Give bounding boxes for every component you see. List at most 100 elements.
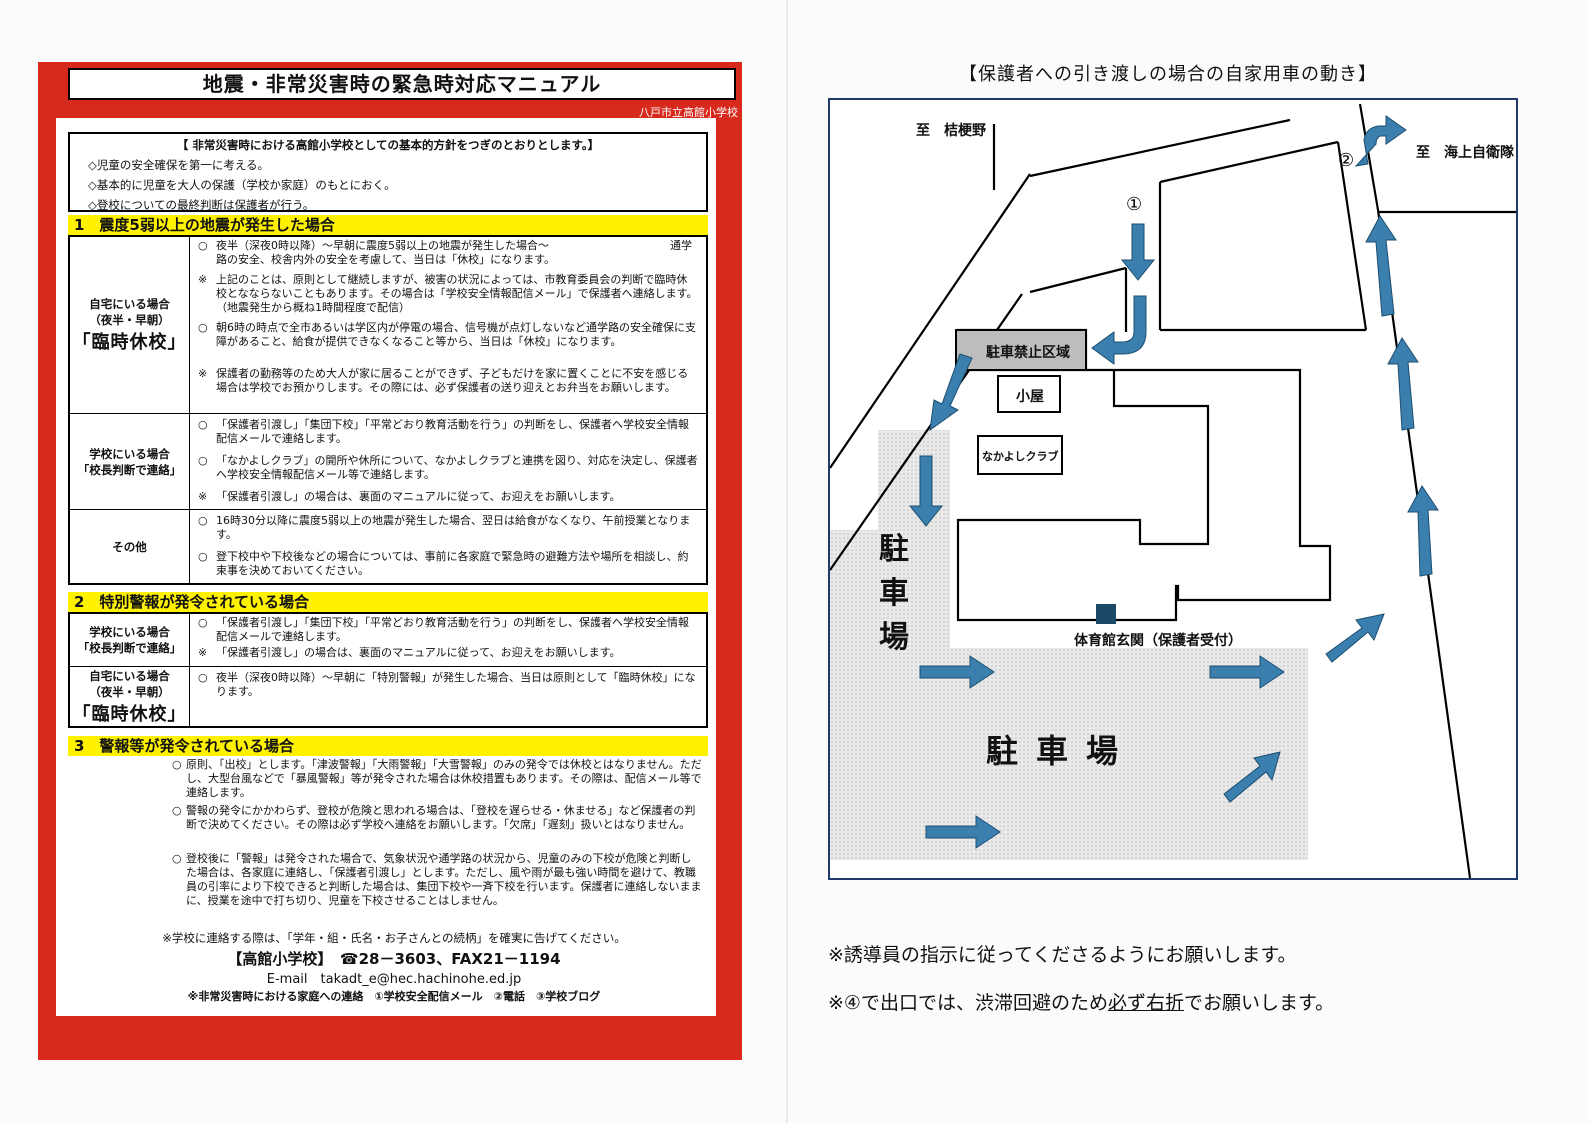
policy-heading: 【 非常災害時における高館小学校としての基本的方針をつぎのとおりとします。】 — [176, 138, 600, 152]
guide-note: ※誘導員の指示に従ってくださるようにお願いします。 — [828, 944, 1297, 966]
left-page-body — [56, 118, 716, 1016]
item-text: 16時30分以降に震度5弱以上の地震が発生した場合、翌日は給食がなくなり、午前授… — [216, 514, 691, 541]
gym-entrance-marker — [1096, 604, 1116, 624]
parking-area — [830, 430, 1308, 860]
contact-note: ※学校に連絡する際は、「学年・組・氏名・お子さんとの続柄」を確実に告げてください… — [162, 931, 626, 945]
section1-school-item: ○「保護者引渡し」「集団下校」「平常どおり教育活動を行う」の判断をし、保護者へ学… — [198, 418, 698, 446]
item-mark: ○ — [198, 239, 208, 252]
map-svg: ① ② — [830, 103, 1516, 878]
arrow — [908, 455, 944, 527]
arrow — [1365, 215, 1397, 317]
section1-other-item: ○ 16時30分以降に震度5弱以上の地震が発生した場合、翌日は給食がなくなり、午前… — [198, 514, 698, 542]
item-text: 「保護者引渡し」の場合は、裏面のマニュアルに従って、お迎えをお願いします。 — [216, 646, 621, 659]
item-mark: ○ — [172, 804, 182, 817]
school-buildings — [956, 328, 1332, 622]
arrow — [1223, 751, 1281, 803]
row-sublabel: （夜半・早朝） — [89, 313, 170, 327]
arrow — [1387, 337, 1419, 431]
label-hut: 小屋 — [1016, 389, 1044, 405]
parking-char: 場 — [879, 620, 909, 655]
section2-school-item: ○「保護者引渡し」「集団下校」「平常どおり教育活動を行う」の判断をし、保護者へ学… — [198, 616, 698, 644]
section2-school-label: 学校にいる場合 「校長判断で連絡」 — [70, 614, 190, 666]
item-mark: ○ — [172, 852, 182, 865]
policy-box: 【 非常災害時における高館小学校としての基本的方針をつぎのとおりとします。】 ◇… — [68, 132, 708, 212]
marker-2: ② — [1338, 150, 1354, 171]
club-building — [977, 435, 1063, 475]
section1-home-item: ○ 朝6時の時点で全市あるいは学区内が停電の場合、信号機が点灯しないなど通学路の安… — [198, 321, 698, 349]
section2-school-row: 学校にいる場合 「校長判断で連絡」 ○「保護者引渡し」「集団下校」「平常どおり教… — [70, 614, 706, 666]
label-parking-main: 駐車場 — [986, 732, 1137, 770]
item-text: 「なかよしクラブ」の開所や休所について、なかよしクラブと連携を図り、対応を決定し… — [216, 454, 698, 481]
section1-school-row: 学校にいる場合 「校長判断で連絡」 ○「保護者引渡し」「集団下校」「平常どおり教… — [70, 413, 706, 510]
manual-title: 地震・非常災害時の緊急時対応マニュアル — [68, 68, 736, 100]
section1-home-row: 自宅にいる場合 （夜半・早朝） 「臨時休校」 ○ 夜半（深夜0時以降）～早朝に震度… — [70, 237, 706, 413]
parking-char: 駐 — [879, 532, 909, 567]
section1-other-label: その他 — [70, 510, 190, 584]
item-mark: ○ — [198, 321, 208, 334]
item-text: 保護者の勤務等のため大人が家に居ることができず、子どもだけを家に置くことに不安を… — [216, 367, 689, 394]
section1-table: 自宅にいる場合 （夜半・早朝） 「臨時休校」 ○ 夜半（深夜0時以降）～早朝に震度… — [68, 235, 708, 585]
arrow — [925, 815, 1001, 849]
page-fold — [786, 0, 788, 1123]
item-mark: ○ — [198, 514, 208, 527]
item-text: 「保護者引渡し」「集団下校」「平常どおり教育活動を行う」の判断をし、保護者へ学校… — [216, 616, 689, 643]
arrow — [1120, 223, 1156, 281]
item-mark: ○ — [172, 758, 182, 771]
item-mark: ○ — [198, 454, 208, 467]
policy-item: ◇児童の安全確保を第一に考える。 — [88, 158, 269, 172]
item-text: 警報の発令にかかわらず、登校が危険と思われる場合は、「登校を遅らせる・休ませる」… — [186, 804, 696, 831]
school-contact: 【高館小学校】 ☎28－3603、FAX21－1194 — [227, 950, 561, 968]
exit-note: ※④で出口では、渋滞回避のため必ず右折でお願いします。 — [828, 988, 1334, 1015]
section2-title: 2 特別警報が発令されている場合 — [68, 592, 708, 612]
label-gym-entrance: 体育館玄関（保護者受付） — [1074, 633, 1242, 649]
item-text: 夜半（深夜0時以降）～早朝に「特別警報」が発生した場合、当日は原則として「臨時休… — [216, 671, 696, 698]
section1-home-item: ※保護者の勤務等のため大人が家に居ることができず、子どもだけを家に置くことに不安… — [198, 367, 698, 395]
exit-note-part: でお願いします。 — [1183, 992, 1335, 1014]
item-mark: ※ — [198, 490, 208, 503]
policy-item: ◇登校についての最終判断は保護者が行う。 — [88, 198, 315, 212]
row-big-label: 「臨時休校」 — [72, 332, 187, 353]
section1-home-item: ※上記のことは、原則として継続しますが、被害の状況によっては、市教育委員会の判断… — [198, 273, 698, 315]
row-label: 学校にいる場合 — [89, 447, 170, 461]
map-title: 【保護者への引き渡しの場合の自家用車の動き】 — [959, 64, 1377, 85]
section1-other-item: ○登下校中や下校後などの場合については、事前に各家庭で緊急時の避難方法や場所を相… — [198, 550, 698, 578]
arrow — [1354, 115, 1407, 167]
label-no-parking: 駐車禁止区域 — [986, 345, 1070, 361]
label-parking-vertical: 駐 車 場 — [874, 528, 914, 660]
arrow — [1209, 655, 1285, 689]
section2-home-item: ○ 夜半（深夜0時以降）～早朝に「特別警報」が発生した場合、当日は原則として「臨時… — [198, 671, 698, 699]
section3-item: ○登校後に「警報」は発令された場合で、気象状況や通学路の状況から、児童のみの下校… — [172, 852, 702, 908]
traffic-arrows — [908, 115, 1439, 849]
item-text: 原則、「出校」とします。「津波警報」「大雨警報」「大雪警報」のみの発令では休校と… — [186, 758, 702, 799]
row-label: 学校にいる場合 — [89, 625, 170, 639]
item-text: 朝6時の時点で全市あるいは学区内が停電の場合、信号機が点灯しないなど通学路の安全… — [216, 321, 696, 348]
section1-home-item: ○ 夜半（深夜0時以降）～早朝に震度5弱以上の地震が発生した場合～ 通学路の安全、… — [198, 239, 698, 267]
item-mark: ○ — [198, 671, 208, 684]
row-label: 自宅にいる場合 — [89, 297, 170, 311]
item-text: 上記のことは、原則として継続しますが、被害の状況によっては、市教育委員会の判断で… — [216, 273, 698, 314]
section3-item: ○ 警報の発令にかかわらず、登校が危険と思われる場合は、「登校を遅らせる・休ませる… — [172, 804, 702, 832]
no-parking-zone — [955, 329, 1087, 371]
section1-school-item: ○ 「なかよしクラブ」の開所や休所について、なかよしクラブと連携を図り、対応を決定… — [198, 454, 698, 482]
item-text: 「保護者引渡し」の場合は、裏面のマニュアルに従って、お迎えをお願いします。 — [216, 490, 621, 503]
school-email: E-mail takadt_e@hec.hachinohe.ed.jp — [266, 972, 522, 987]
item-text: 「保護者引渡し」「集団下校」「平常どおり教育活動を行う」の判断をし、保護者へ学校… — [216, 418, 689, 445]
section1-title: 1 震度5弱以上の地震が発生した場合 — [68, 215, 708, 235]
traffic-map: ① ② 至 桔梗野 至 海上自衛隊 駐車禁止区域 小屋 なかよしクラブ 体育館玄… — [828, 98, 1518, 880]
section2-table: 学校にいる場合 「校長判断で連絡」 ○「保護者引渡し」「集団下校」「平常どおり教… — [68, 612, 708, 728]
road-lines — [830, 103, 1516, 878]
hut-building — [997, 375, 1061, 413]
parking-char: 車 — [879, 576, 909, 611]
item-mark: ※ — [198, 646, 208, 659]
label-club: なかよしクラブ — [982, 450, 1059, 463]
exit-note-part: ※④で出口では、渋滞回避のため — [828, 992, 1108, 1014]
item-text: 夜半（深夜0時以降）～早朝に震度5弱以上の地震が発生した場合～ 通学路の安全、校… — [216, 239, 692, 266]
section2-school-item: ※ 「保護者引渡し」の場合は、裏面のマニュアルに従って、お迎えをお願いします。 — [198, 646, 698, 660]
section1-home-label: 自宅にいる場合 （夜半・早朝） 「臨時休校」 — [70, 237, 190, 413]
arrow — [1091, 295, 1147, 365]
marker-1: ① — [1126, 194, 1142, 215]
row-sublabel: 「校長判断で連絡」 — [77, 463, 182, 477]
arrow — [919, 655, 995, 689]
label-to-kaijo: 至 海上自衛隊 — [1416, 145, 1514, 161]
item-mark: ○ — [198, 550, 208, 563]
